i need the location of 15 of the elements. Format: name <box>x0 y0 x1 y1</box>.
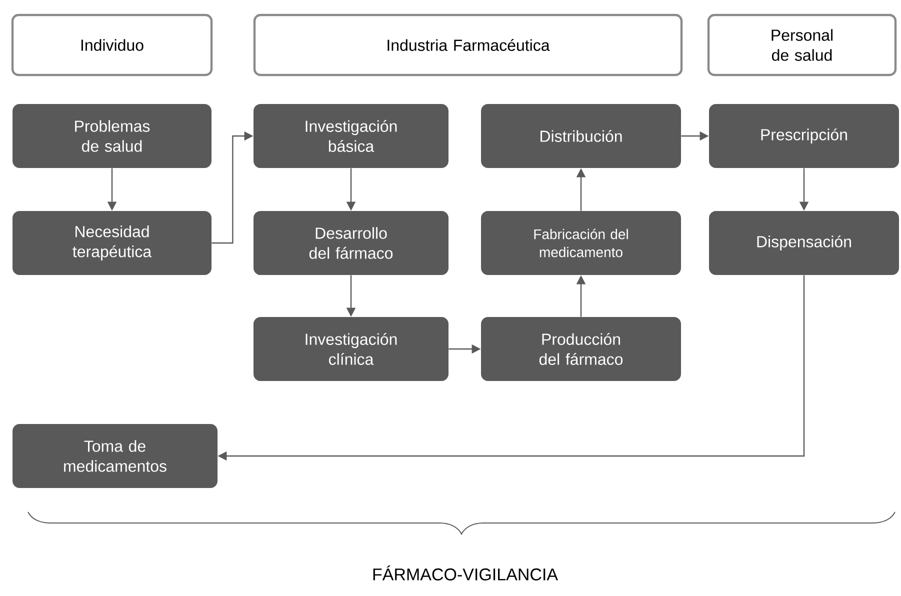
header-box: Personal de salud <box>707 14 897 76</box>
process-box: Investigación básica <box>254 104 448 168</box>
process-box: Fabricación del medicamento <box>481 211 681 275</box>
process-box: Prescripción <box>709 104 899 168</box>
process-box: Producción del fármaco <box>481 317 681 381</box>
process-box: Necesidad terapéutica <box>12 211 212 275</box>
header-box: Industria Farmacéutica <box>253 14 683 76</box>
process-box: Problemas de salud <box>12 104 212 168</box>
process-box: Desarrollo del fármaco <box>254 211 448 275</box>
process-box: Investigación clínica <box>254 317 448 381</box>
process-box: Dispensación <box>709 211 899 275</box>
process-box: Toma de medicamentos <box>12 424 218 488</box>
header-box: Individuo <box>11 14 213 76</box>
process-box: Distribución <box>481 104 681 168</box>
caption-label: FÁRMACO-VIGILANCIA <box>373 566 558 580</box>
